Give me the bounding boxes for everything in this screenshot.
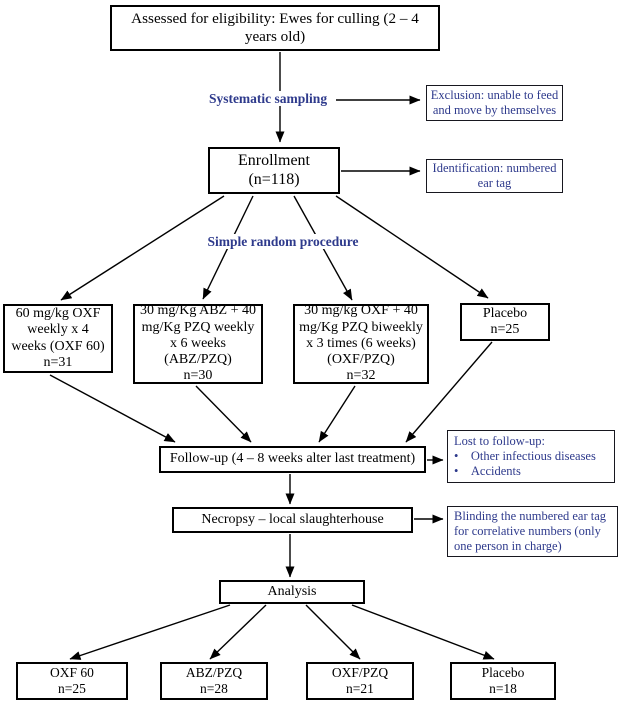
arrow-enroll-to-placebo [335,195,489,299]
systematic-sampling-label: Systematic sampling [200,91,336,106]
arrow-abzpzq-to-followup [195,385,252,443]
final-oxf60-box: OXF 60 n=25 [16,662,128,700]
arrow-analysis-to-abzpzq [209,604,267,660]
identification-note-box: Identification: numbered ear tag [426,159,563,193]
assessed-for-eligibility-box: Assessed for eligibility: Ewes for culli… [110,5,440,51]
identification-note-text: Identification: numbered ear tag [432,160,557,190]
treatment-oxf60-text: 60 mg/kg OXF weekly x 4 weeks (OXF 60) n… [11,306,105,370]
final-oxfpzq-text: OXF/PZQ n=21 [331,665,389,696]
arrow-analysis-to-placebo [351,604,495,660]
followup-box: Follow-up (4 – 8 weeks alter last treatm… [159,446,426,473]
assessed-for-eligibility-text: Assessed for eligibility: Ewes for culli… [131,10,419,45]
followup-text: Follow-up (4 – 8 weeks alter last treatm… [169,451,416,467]
necropsy-box: Necropsy – local slaughterhouse [172,507,413,533]
final-placebo-box: Placebo n=18 [450,662,556,700]
enrollment-text: Enrollment (n=118) [238,151,310,188]
analysis-text: Analysis [267,583,317,599]
arrow-oxfpzq-to-followup [318,385,356,443]
analysis-box: Analysis [219,580,365,604]
blinding-note-text: Blinding the numbered ear tag for correl… [454,508,607,554]
arrow-oxf60-to-followup [49,374,176,443]
arrow-analysis-to-oxf60 [69,604,231,660]
final-oxf60-text: OXF 60 n=25 [50,665,94,696]
final-oxfpzq-box: OXF/PZQ n=21 [306,662,414,700]
lost-to-followup-note-text: Lost to follow-up: • Other infectious di… [454,433,596,479]
treatment-placebo-text: Placebo n=25 [482,305,528,337]
treatment-oxfpzq-text: 30 mg/kg OXF + 40 mg/Kg PZQ biweekly x 3… [299,303,423,384]
treatment-oxf60-box: 60 mg/kg OXF weekly x 4 weeks (OXF 60) n… [3,304,113,373]
final-abzpzq-text: ABZ/PZQ n=28 [185,665,243,696]
final-placebo-text: Placebo n=18 [481,665,525,696]
treatment-oxfpzq-box: 30 mg/kg OXF + 40 mg/Kg PZQ biweekly x 3… [293,303,429,384]
enrollment-box: Enrollment (n=118) [208,147,340,194]
treatment-placebo-box: Placebo n=25 [460,303,550,341]
lost-to-followup-note-box: Lost to follow-up: • Other infectious di… [447,430,615,483]
treatment-abzpzq-box: 30 mg/Kg ABZ + 40 mg/Kg PZQ weekly x 6 w… [133,303,263,384]
necropsy-text: Necropsy – local slaughterhouse [201,511,384,527]
arrow-placebo-to-followup [405,341,493,443]
arrow-enroll-to-oxf60 [60,195,225,301]
blinding-note-box: Blinding the numbered ear tag for correl… [447,506,618,557]
simple-random-procedure-label: Simple random procedure [198,234,368,249]
exclusion-note-box: Exclusion: unable to feed and move by th… [426,85,563,121]
exclusion-note-text: Exclusion: unable to feed and move by th… [430,87,559,117]
arrow-analysis-to-oxfpzq [305,604,361,660]
treatment-abzpzq-text: 30 mg/Kg ABZ + 40 mg/Kg PZQ weekly x 6 w… [139,303,256,384]
final-abzpzq-box: ABZ/PZQ n=28 [160,662,268,700]
